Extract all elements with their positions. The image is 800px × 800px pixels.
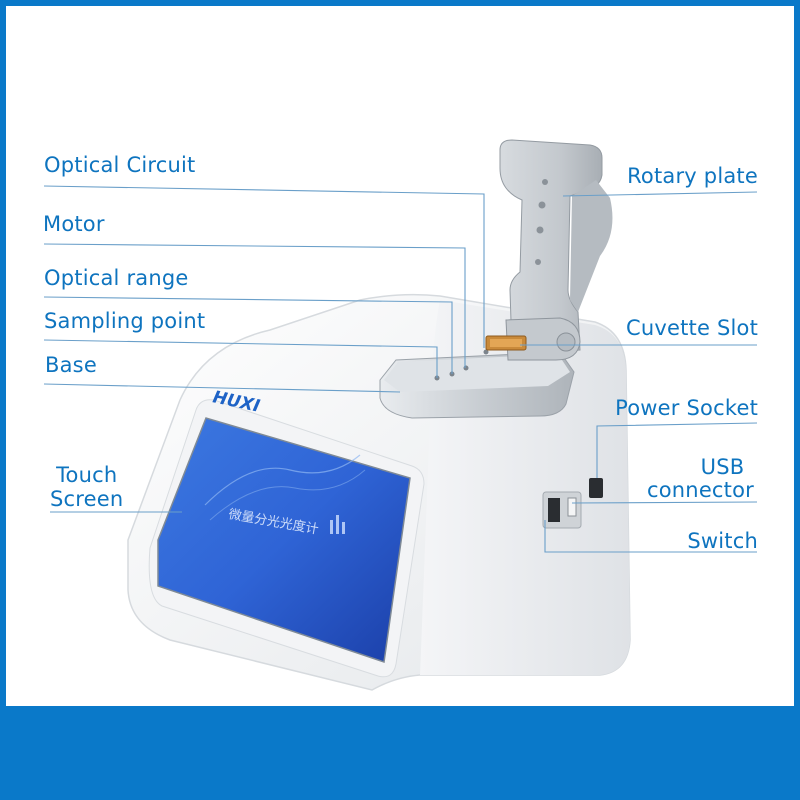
leader-sampling-point: [43, 339, 438, 378]
switch-button[interactable]: [548, 498, 560, 522]
rotary-plate-back: [570, 180, 613, 312]
usb-connector[interactable]: [567, 497, 577, 517]
screen-bars-icon: [330, 515, 345, 534]
label-motor: Motor: [43, 212, 105, 236]
label-optical-range: Optical range: [44, 266, 189, 290]
cuvette-slot-inner: [490, 339, 522, 347]
label-optical-circuit: Optical Circuit: [44, 153, 196, 177]
leader-usb: [571, 501, 758, 504]
leader-switch: [544, 520, 757, 553]
label-usb-line1: USB: [700, 455, 745, 479]
leader-rotary-plate: [562, 191, 758, 197]
leader-lines: [43, 185, 758, 553]
leader-motor: [43, 243, 466, 368]
rotary-plate-holes: [535, 179, 548, 265]
screen-dna-decor-2: [209, 469, 366, 521]
label-usb-line2: connector: [647, 478, 754, 502]
label-rotary-plate: Rotary plate: [627, 164, 758, 188]
leader-optical-circuit: [43, 185, 485, 348]
touch-screen[interactable]: [157, 417, 411, 663]
label-power-socket: Power Socket: [615, 396, 758, 420]
leader-optical-range: [43, 296, 453, 374]
label-cuvette-slot: Cuvette Slot: [625, 316, 758, 340]
leader-base: [43, 383, 401, 393]
screen-dna-decor: [204, 454, 361, 506]
label-touch-screen-line2: Screen: [50, 487, 124, 511]
label-switch: Switch: [687, 529, 758, 553]
label-touch-screen-line1: Touch: [56, 463, 118, 487]
label-sampling-point: Sampling point: [44, 309, 206, 333]
label-base: Base: [45, 353, 97, 377]
leader-power-socket: [596, 422, 758, 478]
label-usb-connector: USB connector: [647, 456, 754, 502]
label-touch-screen: Touch Screen: [50, 463, 123, 511]
power-socket[interactable]: [589, 478, 603, 498]
metal-base-top: [384, 354, 570, 392]
hinge-knob: [556, 332, 576, 352]
